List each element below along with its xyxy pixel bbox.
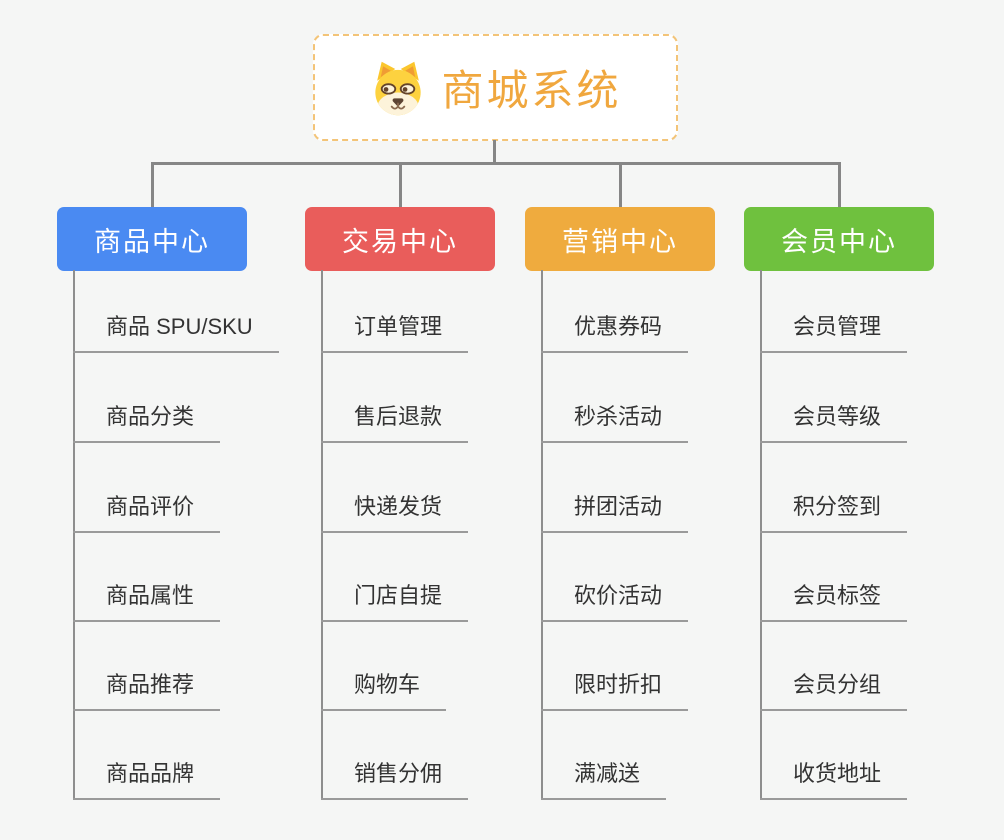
branch-header-member-center[interactable]: 会员中心 (744, 207, 934, 271)
leaf-node[interactable]: 商品分类 (73, 395, 221, 443)
leaf-node[interactable]: 砍价活动 (541, 574, 689, 622)
leaf-node[interactable]: 商品推荐 (73, 663, 221, 711)
branch-spine-connector (321, 270, 323, 800)
leaf-node[interactable]: 会员标签 (760, 574, 908, 622)
leaf-node[interactable]: 门店自提 (321, 574, 469, 622)
branch-trade-center: 交易中心 订单管理 售后退款 快递发货 门店自提 购物车 销售分佣 (305, 0, 565, 840)
root-stem-connector (493, 140, 496, 165)
branch-marketing-center: 营销中心 优惠券码 秒杀活动 拼团活动 砍价活动 限时折扣 满减送 (525, 0, 785, 840)
leaf-node[interactable]: 商品评价 (73, 485, 221, 533)
leaf-node[interactable]: 积分签到 (760, 485, 908, 533)
branch-drop-connector (838, 163, 841, 208)
leaf-node[interactable]: 满减送 (541, 752, 667, 800)
leaf-node[interactable]: 商品品牌 (73, 752, 221, 800)
leaf-node[interactable]: 优惠券码 (541, 305, 689, 353)
branch-drop-connector (151, 163, 154, 208)
leaf-node[interactable]: 快递发货 (321, 485, 469, 533)
leaf-node[interactable]: 销售分佣 (321, 752, 469, 800)
branch-header-marketing-center[interactable]: 营销中心 (525, 207, 715, 271)
branch-spine-connector (760, 270, 762, 800)
leaf-node[interactable]: 会员分组 (760, 663, 908, 711)
leaf-node[interactable]: 售后退款 (321, 395, 469, 443)
branch-drop-connector (399, 163, 402, 208)
leaf-node[interactable]: 秒杀活动 (541, 395, 689, 443)
leaf-node[interactable]: 会员等级 (760, 395, 908, 443)
leaf-node[interactable]: 商品属性 (73, 574, 221, 622)
branch-drop-connector (619, 163, 622, 208)
dog-face-icon (369, 59, 427, 117)
branch-product-center: 商品中心 商品 SPU/SKU 商品分类 商品评价 商品属性 商品推荐 商品品牌 (57, 0, 317, 840)
leaf-node[interactable]: 限时折扣 (541, 663, 689, 711)
root-title: 商城系统 (441, 67, 622, 114)
root-node[interactable]: 商城系统 (313, 34, 678, 141)
leaf-node[interactable]: 收货地址 (760, 752, 908, 800)
leaf-node[interactable]: 商品 SPU/SKU (73, 305, 279, 353)
leaf-node[interactable]: 购物车 (321, 663, 447, 711)
branch-header-product-center[interactable]: 商品中心 (57, 207, 247, 271)
leaf-node[interactable]: 订单管理 (321, 305, 469, 353)
branch-spine-connector (73, 270, 75, 800)
leaf-node[interactable]: 会员管理 (760, 305, 908, 353)
branches-horizontal-connector (151, 162, 841, 165)
branch-spine-connector (541, 270, 543, 800)
branch-member-center: 会员中心 会员管理 会员等级 积分签到 会员标签 会员分组 收货地址 (744, 0, 1004, 840)
branch-header-trade-center[interactable]: 交易中心 (305, 207, 495, 271)
leaf-node[interactable]: 拼团活动 (541, 485, 689, 533)
